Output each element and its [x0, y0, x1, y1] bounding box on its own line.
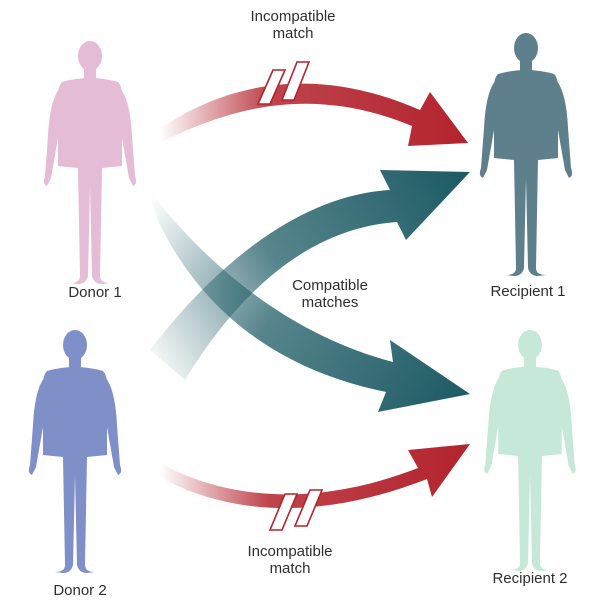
- donor-2-figure: [28, 330, 122, 573]
- incompatible-match-bottom-label: Incompatible match: [220, 543, 360, 577]
- incompatible-arrow-donor1-to-recipient1: [158, 83, 468, 146]
- compatible-matches-label: Compatible matches: [270, 277, 390, 311]
- incompatible-break-top: [256, 61, 311, 105]
- donor-2-label: Donor 2: [53, 582, 107, 599]
- incompatible-bottom-line1: Incompatible: [247, 543, 333, 560]
- donor-1-label: Donor 1: [68, 284, 122, 301]
- recipient-1-label: Recipient 1: [490, 283, 566, 300]
- donor-1-figure: [43, 41, 137, 284]
- incompatible-top-line1: Incompatible: [250, 8, 336, 25]
- compatible-line2: matches: [301, 294, 359, 311]
- recipient-1-figure: [479, 33, 573, 276]
- recipient-2-label: Recipient 2: [492, 570, 568, 587]
- incompatible-arrow-donor2-to-recipient2: [158, 444, 470, 509]
- compatible-line1: Compatible: [292, 277, 368, 294]
- recipient-2-figure: [484, 329, 576, 572]
- incompatible-match-top-label: Incompatible match: [228, 8, 358, 42]
- incompatible-top-line2: match: [272, 25, 314, 42]
- compatible-arrow-donor1-to-recipient2: [145, 185, 470, 412]
- compatible-arrow-donor2-to-recipient1: [150, 170, 470, 380]
- incompatible-break-bottom: [268, 489, 324, 531]
- incompatible-bottom-line2: match: [269, 560, 311, 577]
